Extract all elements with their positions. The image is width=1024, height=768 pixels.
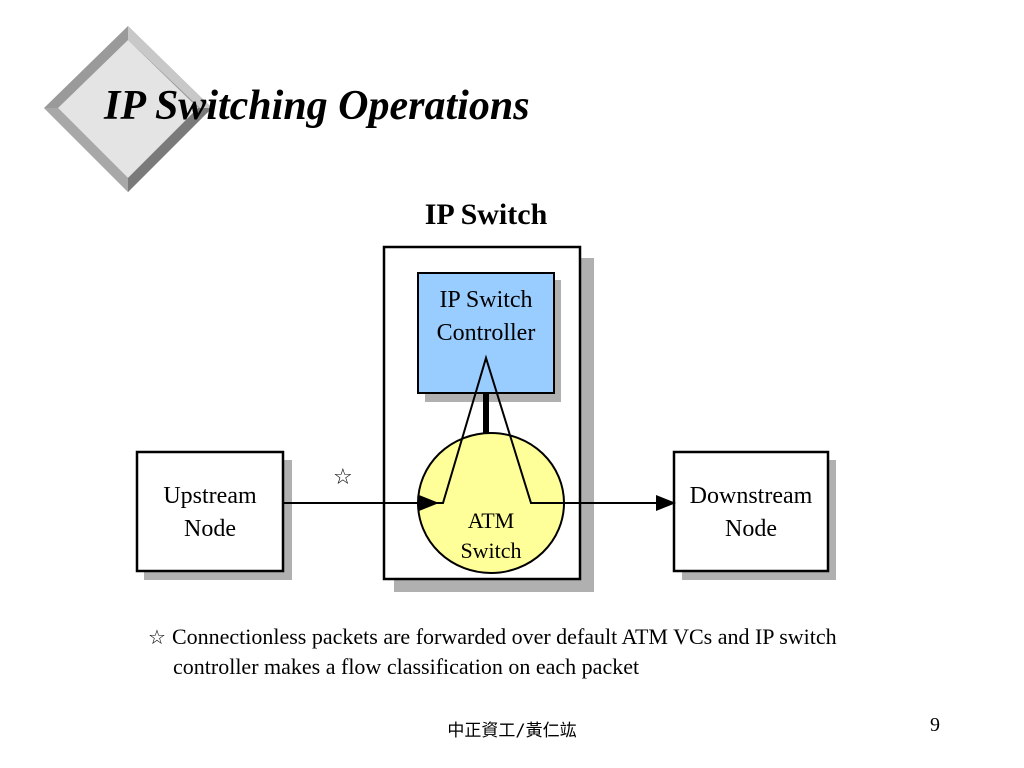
footer-author: 中正資工/黃仁竑 (447, 721, 577, 741)
star-icon: ☆ (333, 465, 353, 490)
controller-label: IP Switch Controller (418, 284, 554, 350)
upstream-label-line1: Upstream (163, 483, 257, 509)
controller-label-line1: IP Switch (439, 287, 533, 313)
downstream-label-line2: Node (725, 516, 777, 542)
ip-switch-label: IP Switch (424, 198, 548, 231)
downstream-node-box (672, 450, 830, 573)
page-number: 9 (930, 714, 940, 736)
atm-label-line2: Switch (460, 538, 522, 563)
title-diamond-decoration (44, 26, 212, 192)
upstream-node-label: Upstream Node (137, 480, 283, 546)
upstream-label-line2: Node (184, 516, 236, 542)
footnote: ☆Connectionless packets are forwarded ov… (148, 622, 988, 682)
controller-label-line2: Controller (436, 320, 536, 346)
note-star-icon: ☆ (148, 625, 166, 649)
note-line1: Connectionless packets are forwarded ove… (171, 624, 837, 649)
note-line2: controller makes a flow classification o… (173, 654, 640, 679)
atm-label-line1: ATM (467, 508, 515, 533)
controller-box (417, 272, 555, 394)
upstream-node-box (135, 450, 285, 573)
downstream-node-label: Downstream Node (674, 480, 828, 546)
atm-switch-label: ATM Switch (418, 506, 564, 566)
classification-path (437, 354, 537, 504)
slide-title: IP Switching Operations (104, 83, 530, 129)
downstream-label-line1: Downstream (689, 483, 813, 509)
